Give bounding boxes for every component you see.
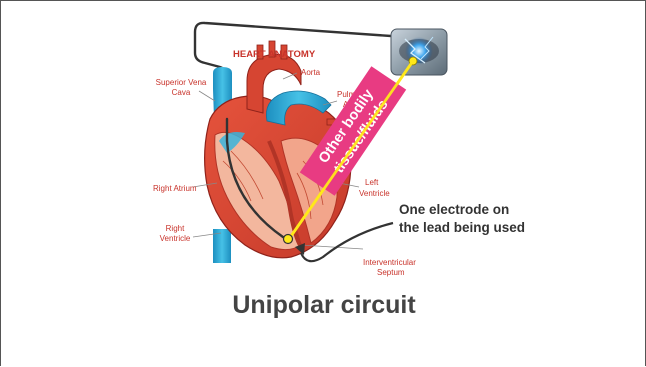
pacemaker-device: [391, 29, 447, 75]
label-aorta: Aorta: [301, 68, 321, 77]
electrode-tip: [284, 235, 293, 244]
label-right-ventricle-2: Ventricle: [160, 234, 191, 243]
label-superior-vena-cava-2: Cava: [172, 88, 191, 97]
electrode-note-line-2: the lead being used: [399, 220, 525, 235]
heart-anatomy-title: HEART ANATOMY: [233, 49, 316, 60]
label-right-atrium: Right Atrium: [153, 184, 197, 193]
label-right-ventricle: Right: [166, 224, 185, 233]
label-left-ventricle-2: Ventricle: [359, 189, 390, 198]
slide-title: Unipolar circuit: [1, 291, 646, 320]
electrode-note-line-1: One electrode on: [399, 202, 509, 217]
label-superior-vena-cava: Superior Vena: [156, 78, 207, 87]
label-left-ventricle: Left: [365, 178, 379, 187]
label-interventricular-septum: Interventricular: [363, 258, 416, 267]
label-interventricular-septum-2: Septum: [377, 268, 405, 277]
